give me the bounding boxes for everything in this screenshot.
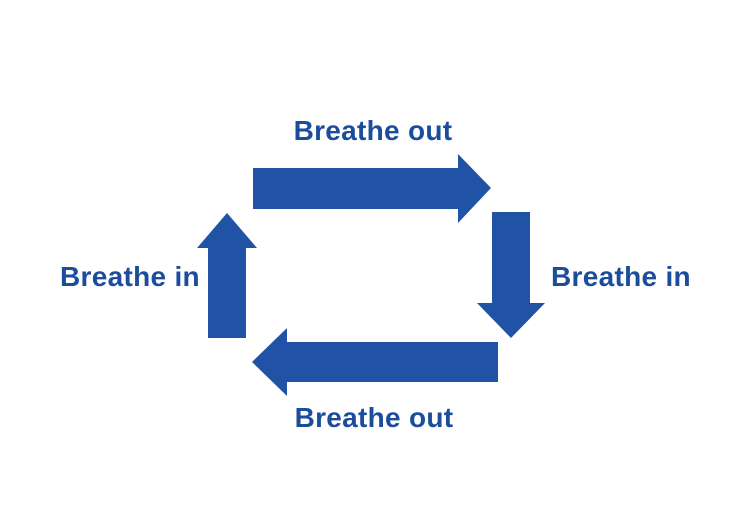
- breathe-out-top-label: Breathe out: [293, 115, 453, 146]
- breathe-in-right-label: Breathe in: [551, 261, 691, 292]
- up-arrow-icon: [197, 213, 257, 338]
- breathe-in-left-label: Breathe in: [60, 261, 200, 292]
- breathe-out-bottom-label: Breathe out: [294, 402, 454, 433]
- right-arrow-icon: [253, 154, 491, 223]
- down-arrow-icon: [477, 212, 545, 338]
- left-arrow-icon: [252, 328, 498, 396]
